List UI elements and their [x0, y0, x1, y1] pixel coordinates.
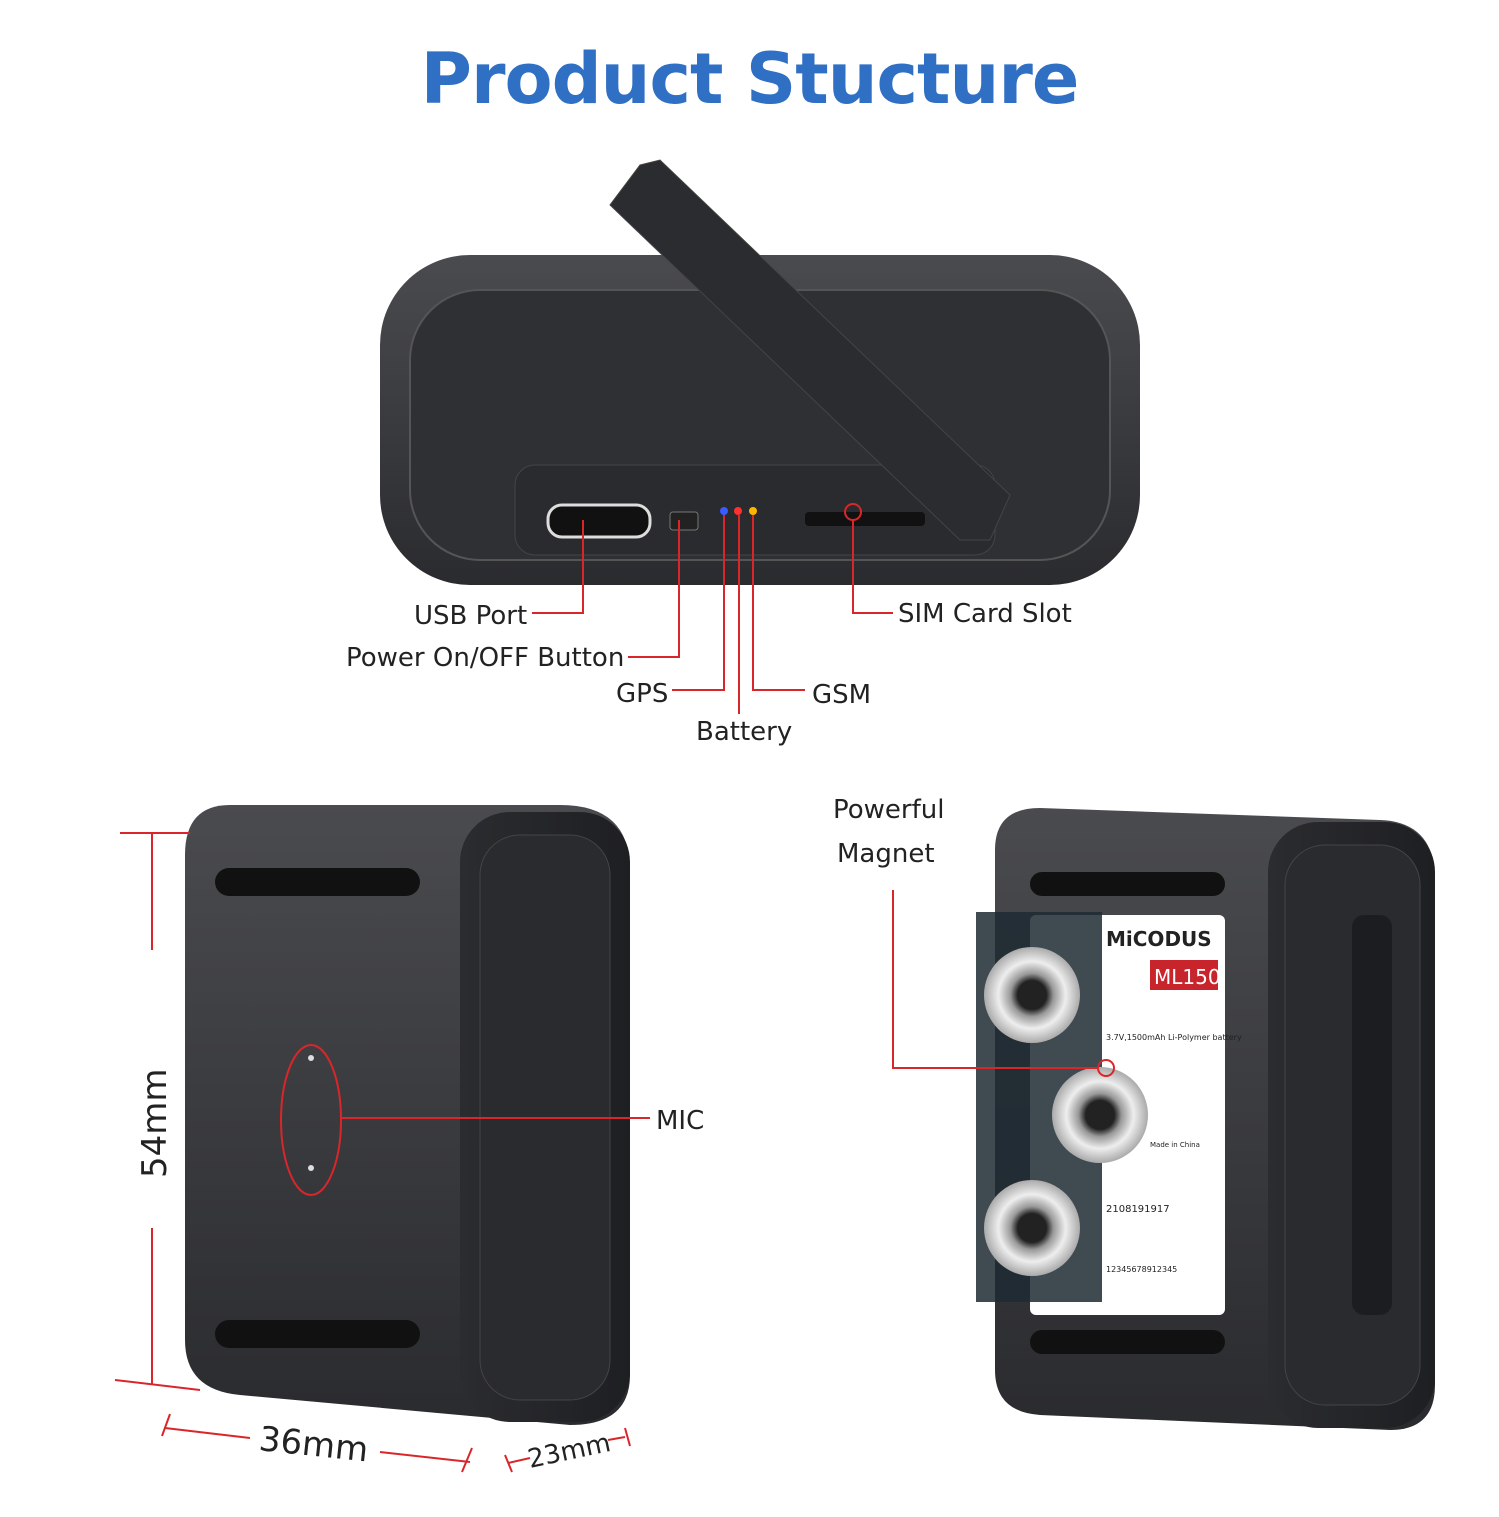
- vent-slot-icon: [215, 868, 420, 896]
- vent-slot-icon: [1030, 872, 1225, 896]
- brand-text: MiCODUS: [1106, 927, 1212, 951]
- magnet-label-line1: Powerful: [833, 795, 944, 825]
- gps-label: GPS: [616, 679, 668, 709]
- top-callouts: USB Port Power On/OFF Button GPS Battery…: [346, 503, 1072, 747]
- vent-slot-icon: [1030, 1330, 1225, 1354]
- magnet-icon: [984, 947, 1080, 1043]
- gsm-led-icon: [749, 507, 757, 515]
- magnet-label-line2: Magnet: [837, 839, 935, 869]
- power-button-icon: [669, 511, 699, 531]
- usb-port-icon: [546, 503, 652, 539]
- device-top-view: [380, 159, 1140, 585]
- model-text: ML150: [1154, 965, 1221, 989]
- depth-dimension: 23mm: [525, 1428, 613, 1475]
- mic-highlight: [280, 1044, 342, 1196]
- vent-slot-icon: [215, 1320, 420, 1348]
- barcode-1-text: 2108191917: [1106, 1204, 1170, 1215]
- mic-label: MIC: [656, 1106, 704, 1136]
- model-badge: [1150, 960, 1218, 990]
- made-in-text: Made in China: [1150, 1141, 1200, 1149]
- magnet-icon: [1052, 1067, 1148, 1163]
- gps-led-icon: [720, 507, 728, 515]
- battery-label: Battery: [696, 717, 792, 747]
- usb-port-label: USB Port: [414, 601, 527, 631]
- battery-led-icon: [734, 507, 742, 515]
- sim-slot-icon: [805, 512, 925, 526]
- width-dimension: 36mm: [257, 1419, 370, 1470]
- device-front-view: MIC: [185, 805, 704, 1425]
- page-title: Product Stucture: [420, 38, 1080, 120]
- device-back-view: MiCODUS ML150 3.7V,1500mAh Li-Polymer ba…: [833, 795, 1435, 1430]
- gsm-label: GSM: [812, 680, 871, 710]
- magnet-icon: [984, 1180, 1080, 1276]
- battery-spec-text: 3.7V,1500mAh Li-Polymer battery: [1106, 1033, 1242, 1042]
- height-dimension: 54mm: [135, 1068, 175, 1178]
- barcode-2-text: 12345678912345: [1106, 1265, 1177, 1274]
- sim-slot-label: SIM Card Slot: [898, 599, 1072, 629]
- strap-icon: [609, 159, 1011, 541]
- power-button-label: Power On/OFF Button: [346, 643, 624, 673]
